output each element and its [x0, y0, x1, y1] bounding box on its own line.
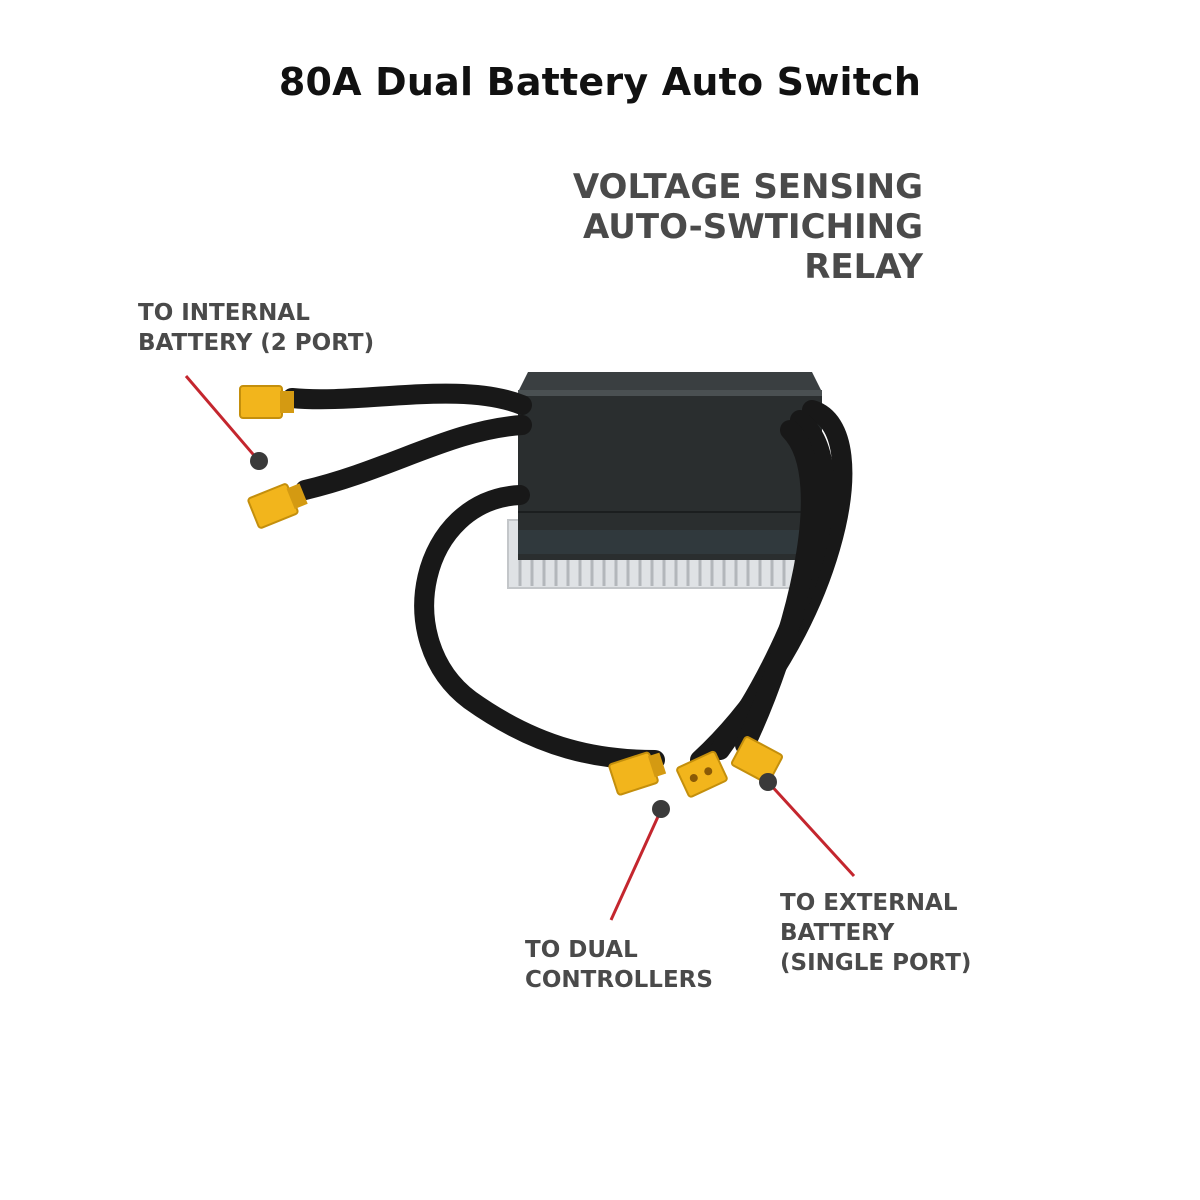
pointer-dot-internal: [250, 452, 268, 470]
cables: [282, 383, 853, 770]
pointer-dual: [609, 809, 663, 921]
callout-line: (SINGLE PORT): [780, 950, 972, 976]
connector-external: [731, 736, 783, 784]
callout-line: TO INTERNAL: [138, 300, 310, 326]
callout-external-battery: TO EXTERNAL BATTERY (SINGLE PORT): [780, 888, 971, 978]
connectors: [239, 385, 783, 798]
connector-internal-bottom: [247, 483, 308, 529]
pointer-external: [766, 780, 856, 878]
pointer-internal: [184, 375, 260, 461]
callout-line: TO DUAL: [525, 937, 638, 963]
callout-internal-battery: TO INTERNAL BATTERY (2 PORT): [138, 298, 374, 358]
callout-line: CONTROLLERS: [525, 967, 713, 993]
page-title: 80A Dual Battery Auto Switch: [278, 60, 922, 104]
connector-dual-controller-a: [608, 751, 667, 796]
callout-line: BATTERY: [780, 920, 895, 946]
callout-pointers: [184, 375, 856, 921]
callout-dual-controllers: TO DUAL CONTROLLERS: [525, 935, 713, 995]
callout-line: BATTERY (2 PORT): [138, 330, 375, 356]
pointer-dot-dual: [652, 800, 670, 818]
relay-label-line: VOLTAGE SENSING: [572, 167, 923, 207]
callout-line: TO EXTERNAL: [780, 890, 958, 916]
relay-label-line: RELAY: [804, 247, 923, 287]
connector-dual-controller-b: [676, 750, 728, 798]
connector-internal-top: [239, 385, 294, 419]
relay-label: VOLTAGE SENSING AUTO-SWTICHING RELAY: [573, 167, 923, 287]
pointer-dot-external: [759, 773, 777, 791]
relay-label-line: AUTO-SWTICHING: [583, 207, 923, 247]
relay-housing: [518, 372, 822, 560]
